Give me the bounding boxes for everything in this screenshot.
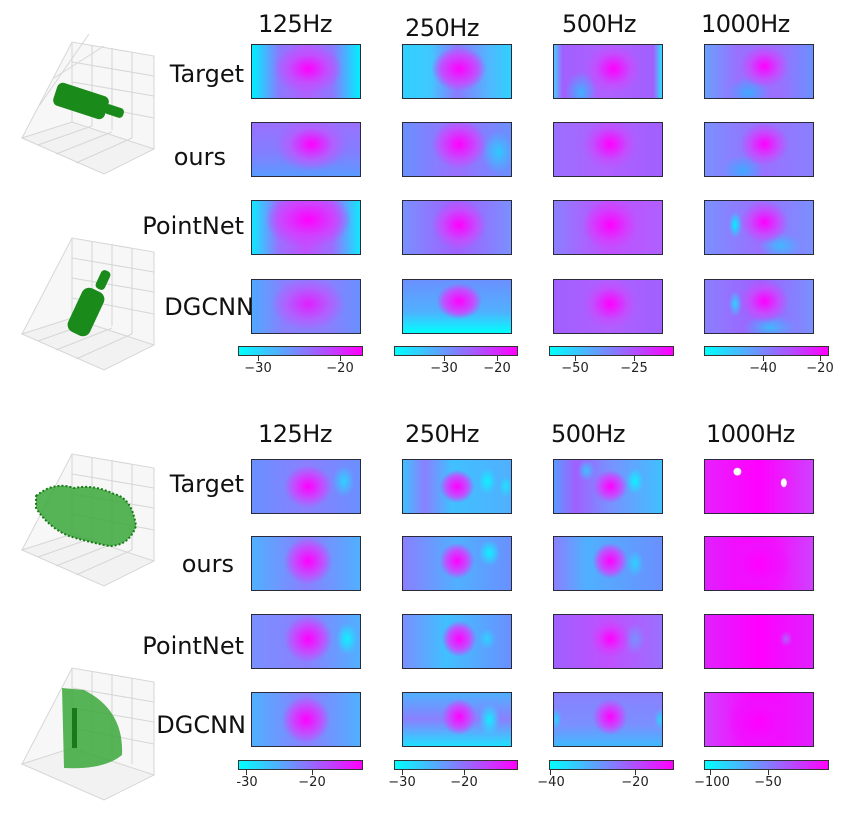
colorbar-s1-500hz bbox=[549, 346, 674, 356]
row-label-target: Target bbox=[169, 470, 244, 498]
freq-label-250hz: 250Hz bbox=[405, 420, 479, 448]
tick-mark bbox=[258, 356, 259, 361]
colorbar-tick-label: −40 bbox=[749, 361, 777, 376]
heatmap-s2-pointnet-125hz bbox=[251, 614, 361, 669]
colorbar-s2-500hz bbox=[549, 760, 674, 770]
heatmap-s1-dgcnn-250hz bbox=[402, 279, 512, 334]
row-label-ours: ours bbox=[173, 143, 226, 171]
heatmap-s1-pointnet-500hz bbox=[553, 200, 663, 255]
heatmap-s1-target-125hz bbox=[251, 44, 361, 99]
colorbar-tick-label: −30 bbox=[430, 361, 458, 376]
heatmap-s2-dgcnn-250hz bbox=[402, 692, 512, 747]
heatmap-s2-ours-250hz bbox=[402, 536, 512, 591]
heatmap-s1-target-1000hz bbox=[704, 44, 814, 99]
freq-label-500hz: 500Hz bbox=[562, 10, 636, 38]
colorbar-tick-label: −50 bbox=[561, 361, 589, 376]
heatmap-s1-target-250hz bbox=[402, 44, 512, 99]
heatmap-s2-target-1000hz bbox=[704, 459, 814, 514]
heatmap-s1-pointnet-125hz bbox=[251, 200, 361, 255]
tick-mark bbox=[550, 770, 551, 775]
colorbar-tick-label: −30 bbox=[244, 361, 272, 376]
pointcloud-bowl-plot-2 bbox=[20, 667, 156, 801]
colorbar-tick-label: −100 bbox=[694, 775, 730, 790]
heatmap-s1-ours-250hz bbox=[402, 122, 512, 177]
colorbar-tick-label: −20 bbox=[806, 361, 834, 376]
colorbar-s1-250hz bbox=[394, 346, 518, 356]
freq-label-1000hz: 1000Hz bbox=[701, 10, 790, 38]
tick-mark bbox=[340, 356, 341, 361]
heatmap-s1-dgcnn-500hz bbox=[553, 279, 663, 334]
heatmap-s1-ours-1000hz bbox=[704, 122, 814, 177]
colorbar-tick-label: -30 bbox=[236, 775, 258, 790]
row-label-ours: ours bbox=[181, 550, 234, 578]
heatmap-s1-dgcnn-125hz bbox=[251, 279, 361, 334]
heatmap-s1-target-500hz bbox=[553, 44, 663, 99]
tick-mark bbox=[763, 356, 764, 361]
pointcloud-bottle-plot-1 bbox=[20, 34, 156, 175]
heatmap-s2-pointnet-500hz bbox=[553, 614, 663, 669]
heatmap-s1-ours-125hz bbox=[251, 122, 361, 177]
tick-mark bbox=[768, 770, 769, 775]
colorbar-s1-125hz bbox=[238, 346, 363, 356]
freq-label-250hz: 250Hz bbox=[405, 14, 479, 42]
row-label-dgcnn: DGCNN bbox=[164, 293, 254, 321]
freq-label-125hz: 125Hz bbox=[258, 10, 332, 38]
tick-mark bbox=[635, 770, 636, 775]
tick-mark bbox=[402, 770, 403, 775]
tick-mark bbox=[575, 356, 576, 361]
colorbar-s1-1000hz bbox=[704, 346, 829, 356]
colorbar-tick-label: −20 bbox=[621, 775, 649, 790]
heatmap-s1-pointnet-1000hz bbox=[704, 200, 814, 255]
colorbar-tick-label: −50 bbox=[754, 775, 782, 790]
colorbar-tick-label: −40 bbox=[537, 775, 565, 790]
tick-mark bbox=[710, 770, 711, 775]
row-label-dgcnn: DGCNN bbox=[156, 711, 246, 739]
row-label-pointnet: PointNet bbox=[142, 632, 244, 660]
freq-label-500hz: 500Hz bbox=[551, 420, 625, 448]
heatmap-s2-ours-1000hz bbox=[704, 536, 814, 591]
colorbar-tick-label: −20 bbox=[326, 361, 354, 376]
heatmap-s1-dgcnn-1000hz bbox=[704, 279, 814, 334]
heatmap-s1-ours-500hz bbox=[553, 122, 663, 177]
freq-label-125hz: 125Hz bbox=[258, 420, 332, 448]
tick-mark bbox=[444, 356, 445, 361]
pointcloud-bottle-plot-2 bbox=[20, 237, 156, 371]
tick-mark bbox=[312, 770, 313, 775]
tick-mark bbox=[246, 770, 247, 775]
colorbar-tick-label: −20 bbox=[483, 361, 511, 376]
heatmap-s2-target-250hz bbox=[402, 459, 512, 514]
heatmap-s2-dgcnn-1000hz bbox=[704, 692, 814, 747]
heatmap-s2-ours-125hz bbox=[251, 536, 361, 591]
tick-mark bbox=[464, 770, 465, 775]
row-label-target: Target bbox=[169, 60, 244, 88]
freq-label-1000hz: 1000Hz bbox=[706, 420, 795, 448]
colorbar-s2-125hz bbox=[238, 760, 363, 770]
heatmap-s2-dgcnn-500hz bbox=[553, 692, 663, 747]
heatmap-s2-target-500hz bbox=[553, 459, 663, 514]
pointcloud-bowl-plot-1 bbox=[20, 453, 156, 587]
heatmap-s2-dgcnn-125hz bbox=[251, 692, 361, 747]
tick-mark bbox=[820, 356, 821, 361]
colorbar-tick-label: −25 bbox=[620, 361, 648, 376]
row-label-pointnet: PointNet bbox=[142, 212, 244, 240]
heatmap-s2-pointnet-250hz bbox=[402, 614, 512, 669]
colorbar-s2-250hz bbox=[394, 760, 518, 770]
colorbar-tick-label: −20 bbox=[450, 775, 478, 790]
heatmap-s2-ours-500hz bbox=[553, 536, 663, 591]
heatmap-s2-pointnet-1000hz bbox=[704, 614, 814, 669]
tick-mark bbox=[497, 356, 498, 361]
colorbar-tick-label: −20 bbox=[298, 775, 326, 790]
tick-mark bbox=[634, 356, 635, 361]
heatmap-s1-pointnet-250hz bbox=[402, 200, 512, 255]
colorbar-tick-label: −30 bbox=[388, 775, 416, 790]
heatmap-s2-target-125hz bbox=[251, 459, 361, 514]
colorbar-s2-1000hz bbox=[704, 760, 829, 770]
